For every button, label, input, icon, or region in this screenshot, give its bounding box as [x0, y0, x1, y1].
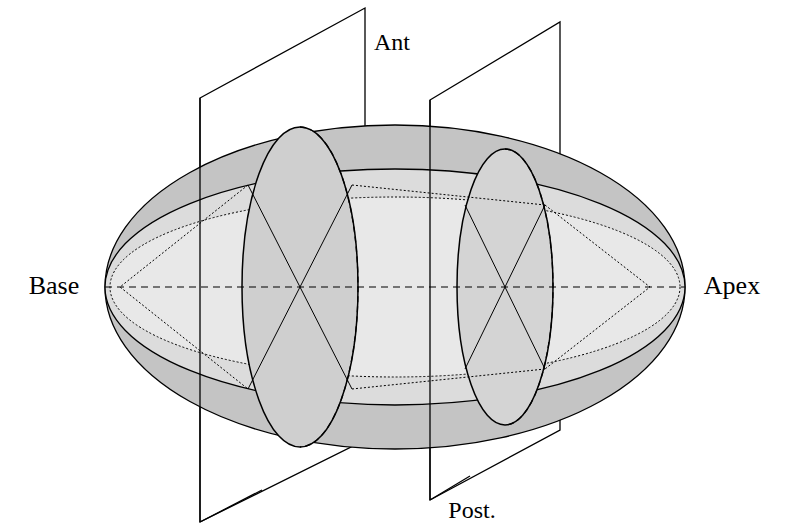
- inner-wall: [105, 169, 685, 405]
- posterior-label: Post.: [446, 497, 497, 523]
- outer-wall: [105, 125, 685, 449]
- apex-label: Apex: [702, 272, 762, 301]
- long-axis: [105, 286, 685, 287]
- anterior-label: Ant: [372, 29, 412, 55]
- base-label: Base: [27, 272, 82, 301]
